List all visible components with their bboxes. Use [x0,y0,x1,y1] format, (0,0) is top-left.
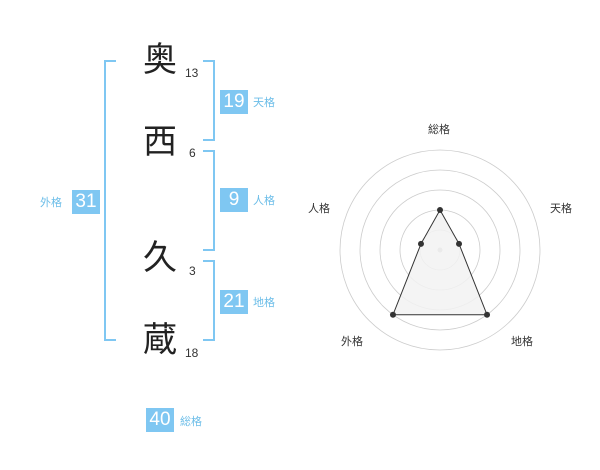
gaikaku-bracket [104,60,116,341]
radar-label-soukaku: 総格 [428,123,450,136]
stroke-count-2: 6 [189,146,196,160]
name-char-2: 西 [143,122,177,162]
jinkaku-value: 9 [220,188,248,212]
radar-ring [359,169,521,331]
tenkaku-label: 天格 [253,96,275,109]
radar-ring [339,149,541,351]
radar-point-2 [456,240,463,247]
stroke-count-1: 13 [185,66,199,80]
tenkaku-bracket [203,60,215,141]
jinkaku-label: 人格 [253,194,275,207]
soukaku-label: 総格 [180,415,202,428]
radar-point-5 [417,240,424,247]
chikaku-value: 21 [220,290,248,314]
tenkaku-value: 19 [220,90,248,114]
soukaku-value: 40 [146,408,174,432]
radar-label-jinkaku: 人格 [308,202,330,215]
name-char-4: 蔵 [143,320,177,360]
stroke-count-4: 18 [185,346,199,360]
stroke-count-3: 3 [189,264,196,278]
name-char-1: 奥 [143,40,177,80]
gaikaku-label: 外格 [40,196,62,209]
radar-point-3 [484,311,491,318]
jinkaku-bracket [203,150,215,251]
radar-point-4 [389,311,396,318]
radar-polygon [392,208,488,316]
radar-label-chikaku: 地格 [511,335,533,348]
chikaku-label: 地格 [253,296,275,309]
radar-point-1 [437,207,443,213]
radar-label-gaikaku: 外格 [341,335,363,348]
chikaku-bracket [203,260,215,341]
radar-chart [339,149,541,351]
radar-label-tenkaku: 天格 [550,202,572,215]
name-char-3: 久 [143,238,177,278]
gaikaku-value: 31 [72,190,100,214]
